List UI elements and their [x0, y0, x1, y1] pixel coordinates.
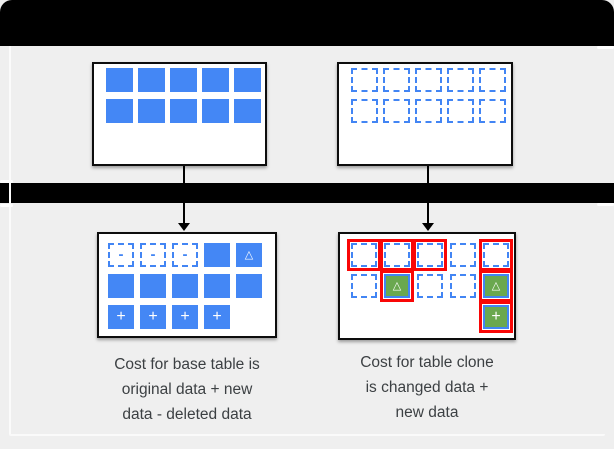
card-corner-notch	[597, 203, 614, 206]
minus-glyph: -	[118, 245, 124, 263]
caption-line: data - deleted data	[122, 406, 252, 423]
solid-cell	[140, 274, 166, 298]
card-corner-notch	[597, 46, 614, 49]
clone-table-cost-caption: Cost for table clone is changed data + n…	[322, 350, 532, 425]
triangle-glyph: △	[392, 279, 402, 292]
card-corner-notch	[0, 180, 13, 183]
plus-glyph: +	[491, 307, 501, 325]
base-table-before-box	[92, 62, 267, 166]
plus-glyph: +	[116, 307, 126, 325]
solid-cell	[234, 99, 261, 123]
dashed-cell	[383, 99, 410, 123]
down-arrow-left-head	[178, 223, 190, 231]
solid-triangle-cell: △	[236, 243, 262, 267]
dashed-cell	[447, 99, 474, 123]
solid-cell	[202, 68, 229, 92]
dashed-cell	[450, 243, 476, 267]
solid-plus-cell: +	[140, 305, 166, 329]
solid-cell	[234, 68, 261, 92]
dashed-cell	[415, 99, 442, 123]
clone-table-after-grid: △ △ +	[347, 239, 513, 333]
dashed-minus-cell: -	[172, 243, 198, 267]
caption-line: new data	[395, 404, 459, 421]
base-table-cost-caption: Cost for base table is original data + n…	[82, 352, 292, 427]
dashed-cell	[351, 68, 378, 92]
plus-glyph: +	[148, 307, 158, 325]
dashed-cell	[479, 99, 506, 123]
solid-plus-cell: +	[172, 305, 198, 329]
solid-cell	[106, 68, 133, 92]
card-corner-notch	[0, 204, 13, 207]
solid-cell	[172, 274, 198, 298]
triangle-glyph: △	[491, 279, 501, 292]
dashed-cell	[347, 239, 381, 271]
green-plus-cell: +	[479, 301, 513, 333]
solid-plus-cell: +	[204, 305, 230, 329]
minus-glyph: -	[150, 245, 156, 263]
down-arrow-left	[183, 166, 185, 224]
solid-cell	[106, 99, 133, 123]
card-bottom-edge-line	[9, 434, 605, 436]
dashed-cell	[450, 274, 476, 298]
dashed-cell	[351, 274, 377, 298]
card-left-edge-line	[9, 46, 11, 434]
dashed-cell	[380, 239, 414, 271]
triangle-glyph: △	[244, 248, 254, 261]
down-arrow-right	[427, 166, 429, 224]
green-triangle-cell: △	[479, 270, 513, 302]
clone-table-before-box	[337, 62, 513, 166]
dashed-cell	[415, 68, 442, 92]
solid-cell	[204, 274, 230, 298]
green-triangle-cell: △	[380, 270, 414, 302]
minus-glyph: -	[182, 245, 188, 263]
caption-line: is changed data +	[365, 379, 489, 396]
solid-cell	[202, 99, 229, 123]
solid-cell	[138, 68, 165, 92]
dashed-cell	[413, 239, 447, 271]
top-redaction-bar	[0, 0, 614, 46]
caption-line: Cost for base table is	[114, 356, 260, 373]
solid-cell	[236, 274, 262, 298]
dashed-cell	[383, 68, 410, 92]
clone-table-before-grid	[351, 68, 506, 123]
base-table-before-grid	[106, 68, 261, 123]
dashed-minus-cell: -	[140, 243, 166, 267]
solid-cell	[138, 99, 165, 123]
dashed-cell	[479, 239, 513, 271]
caption-line: original data + new	[121, 381, 253, 398]
clone-table-after-box: △ △ +	[338, 232, 516, 340]
dashed-cell	[351, 99, 378, 123]
solid-cell	[170, 68, 197, 92]
base-table-after-grid: - - - △ + + + +	[108, 243, 262, 329]
caption-line: Cost for table clone	[360, 354, 494, 371]
base-table-after-box: - - - △ + + + +	[97, 232, 277, 338]
solid-cell	[170, 99, 197, 123]
dashed-cell	[417, 274, 443, 298]
dashed-cell	[447, 68, 474, 92]
solid-cell	[204, 243, 230, 267]
dashed-minus-cell: -	[108, 243, 134, 267]
middle-redaction-bar	[0, 183, 614, 203]
dashed-cell	[479, 68, 506, 92]
solid-cell	[108, 274, 134, 298]
solid-plus-cell: +	[108, 305, 134, 329]
down-arrow-right-head	[422, 223, 434, 231]
plus-glyph: +	[180, 307, 190, 325]
plus-glyph: +	[212, 307, 222, 325]
